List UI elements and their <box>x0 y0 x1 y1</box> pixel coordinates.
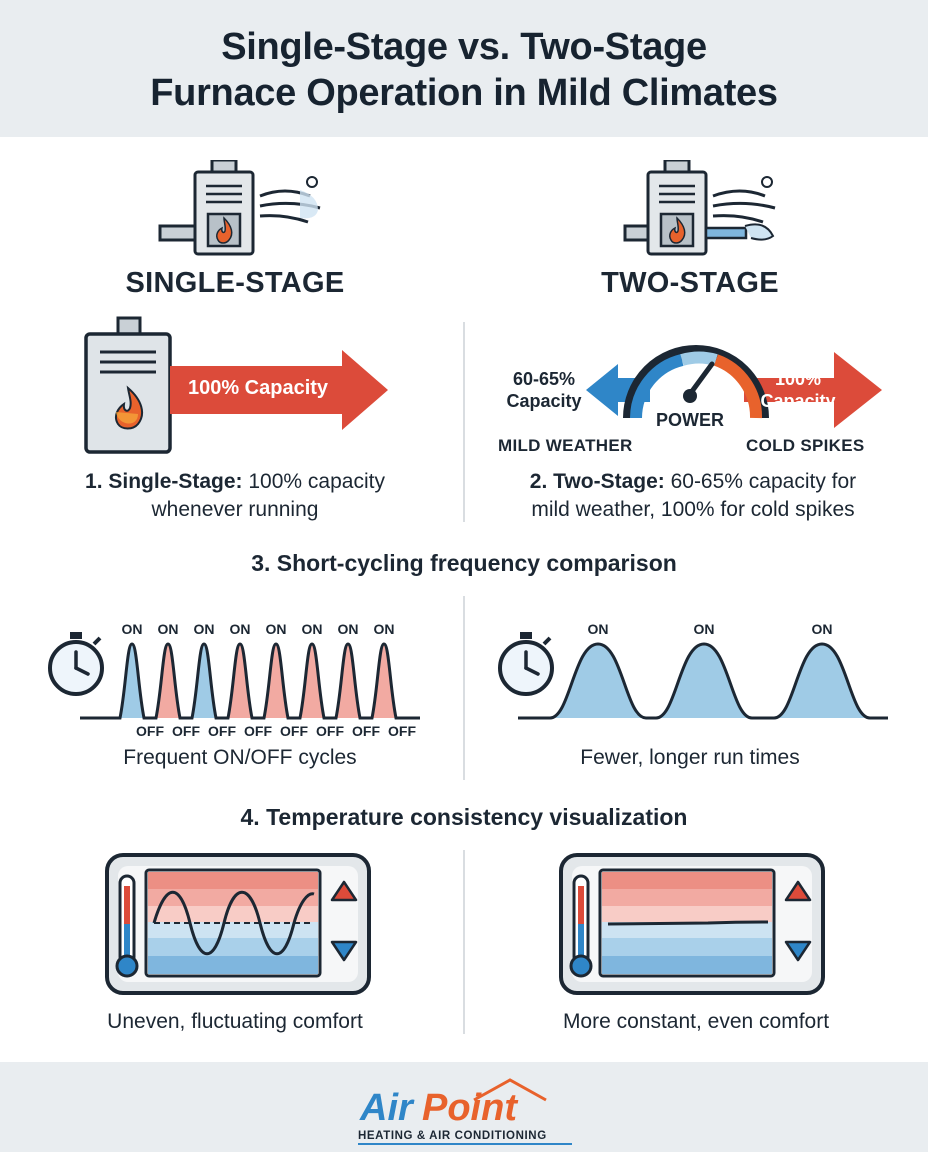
single-stage-caption-rest: 100% capacity <box>242 470 385 493</box>
on-label: ON <box>194 621 215 637</box>
single-stage-thermostat <box>105 853 371 995</box>
on-spike <box>156 644 180 718</box>
two-stage-cycle-plot: ON ON ON <box>518 621 888 720</box>
on-label: ON <box>588 621 609 637</box>
cycle-line <box>80 642 420 720</box>
off-label: OFF <box>352 723 380 739</box>
two-stage-label: TWO-STAGE <box>601 267 779 299</box>
run-hump <box>656 644 752 718</box>
two-stage-caption: 2. Two-Stage: 60-65% capacity for mild w… <box>488 468 898 524</box>
on-spike <box>300 644 324 718</box>
run-hump <box>550 644 646 718</box>
high-capacity-label: 100% Capacity <box>748 368 848 412</box>
mild-weather-label: MILD WEATHER <box>498 436 633 455</box>
on-spike <box>264 644 288 718</box>
off-label: OFF <box>388 723 416 739</box>
airpoint-logo: Air Point HEATING & AIR CONDITIONING <box>358 1078 572 1145</box>
on-label: ON <box>374 621 395 637</box>
cold-spikes-label: COLD SPIKES <box>746 436 865 455</box>
on-spike <box>336 644 360 718</box>
two-stage-furnace-icon <box>623 160 776 256</box>
page-title: Single-Stage vs. Two-Stage Furnace Opera… <box>0 0 928 116</box>
on-label: ON <box>266 621 287 637</box>
divider <box>463 322 465 522</box>
single-stage-label: SINGLE-STAGE <box>125 267 345 299</box>
two-temp-caption: More constant, even comfort <box>562 1010 830 1033</box>
on-spike <box>120 644 144 718</box>
off-label: OFF <box>136 723 164 739</box>
logo-text-point: Point <box>422 1087 518 1129</box>
divider <box>463 850 465 1034</box>
title-line-1: Single-Stage vs. Two-Stage <box>221 26 707 68</box>
cycling-section-title: 3. Short-cycling frequency comparison <box>251 550 677 576</box>
low-capacity-label: 60-65% Capacity <box>488 368 600 412</box>
two-cycle-caption: Fewer, longer run times <box>580 746 800 769</box>
on-label: ON <box>812 621 833 637</box>
cycle-line <box>518 642 888 720</box>
off-label: OFF <box>208 723 236 739</box>
single-stage-caption: 1. Single-Stage: 100% capacity whenever … <box>40 468 430 524</box>
temperature-section-title: 4. Temperature consistency visualization <box>240 804 688 830</box>
on-spike <box>228 644 252 718</box>
high-capacity-word: Capacity <box>760 391 836 411</box>
title-line-2: Furnace Operation in Mild Climates <box>150 72 778 114</box>
single-stage-cycle-plot: ON OFF ON OFF ON OFF ON OFF ON OFF ON OFF ON OFF ON OFF <box>80 621 420 739</box>
single-stage-caption-bold: 1. Single-Stage: <box>85 470 243 493</box>
on-label: ON <box>338 621 359 637</box>
on-label: ON <box>302 621 323 637</box>
stopwatch-icon <box>48 632 104 696</box>
single-stage-caption-line2: whenever running <box>151 498 319 521</box>
on-label: ON <box>158 621 179 637</box>
on-spike <box>372 644 396 718</box>
single-temp-caption: Uneven, fluctuating comfort <box>107 1010 363 1033</box>
single-cycle-caption: Frequent ON/OFF cycles <box>123 746 357 769</box>
two-stage-caption-rest: 60-65% capacity for <box>664 470 857 493</box>
logo-tagline: HEATING & AIR CONDITIONING <box>358 1130 547 1142</box>
two-stage-gauge-graphic <box>586 345 882 428</box>
low-capacity-percent: 60-65% <box>512 369 576 389</box>
high-capacity-percent: 100% <box>774 369 822 389</box>
on-spike <box>192 644 216 718</box>
single-stage-furnace-icon <box>158 160 321 256</box>
on-label: ON <box>694 621 715 637</box>
low-capacity-word: Capacity <box>506 391 582 411</box>
two-stage-caption-bold: 2. Two-Stage: <box>529 470 665 493</box>
off-label: OFF <box>280 723 308 739</box>
single-stage-capacity-graphic <box>84 316 388 454</box>
off-label: OFF <box>316 723 344 739</box>
off-label: OFF <box>244 723 272 739</box>
single-stage-arrow-label: 100% Capacity <box>187 377 329 399</box>
on-label: ON <box>122 621 143 637</box>
two-stage-caption-line2: mild weather, 100% for cold spikes <box>531 498 855 521</box>
stopwatch-icon <box>498 632 554 696</box>
logo-text-air: Air <box>359 1087 415 1129</box>
gauge-power-label: POWER <box>655 410 724 430</box>
two-stage-thermostat <box>559 853 825 995</box>
footer: Air Point HEATING & AIR CONDITIONING <box>0 1062 928 1152</box>
page-header: Single-Stage vs. Two-Stage Furnace Opera… <box>0 0 928 137</box>
on-label: ON <box>230 621 251 637</box>
off-label: OFF <box>172 723 200 739</box>
divider <box>463 596 465 780</box>
run-hump <box>774 644 870 718</box>
